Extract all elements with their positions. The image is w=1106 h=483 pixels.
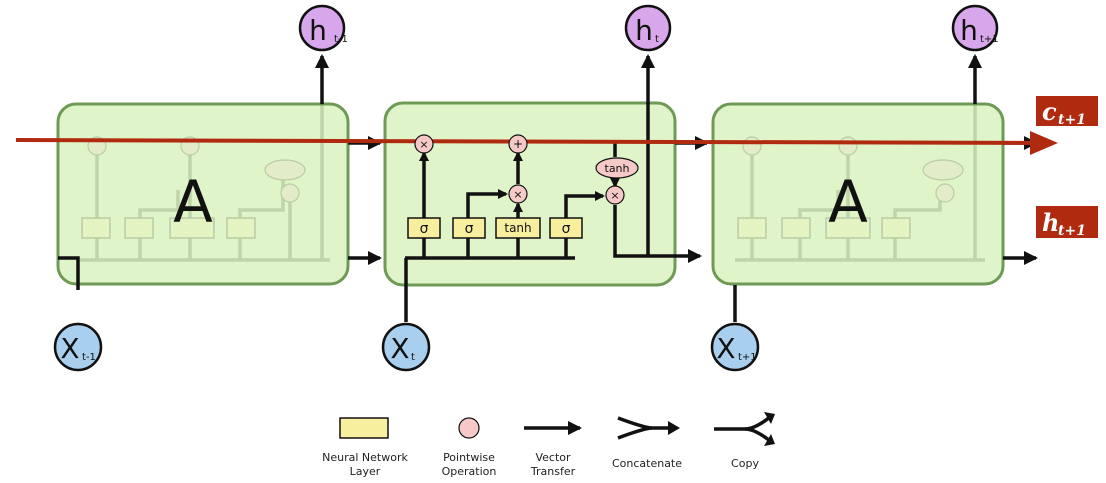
svg-text:t-1: t-1 bbox=[82, 352, 96, 363]
input-multiply-op bbox=[508, 184, 528, 204]
svg-text:t+1: t+1 bbox=[980, 34, 999, 45]
forget-multiply-op bbox=[414, 134, 434, 154]
input-gate-layer bbox=[452, 217, 486, 239]
legend-pointwise-operation: Pointwise Operation bbox=[442, 417, 497, 478]
input-gate-path bbox=[466, 189, 508, 218]
svg-text:c: c bbox=[1042, 97, 1057, 126]
svg-text:Pointwise: Pointwise bbox=[443, 451, 495, 464]
svg-text:×: × bbox=[513, 188, 522, 201]
cell-add-op bbox=[508, 134, 528, 154]
cell-right: A bbox=[711, 102, 1005, 286]
legend-vector-transfer: Vector Transfer bbox=[524, 421, 582, 478]
svg-text:+: + bbox=[513, 137, 523, 151]
svg-text:t: t bbox=[655, 34, 659, 45]
svg-text:t+1: t+1 bbox=[1058, 223, 1086, 239]
svg-text:h: h bbox=[960, 14, 978, 47]
hidden-state-badge: h t+1 bbox=[1036, 206, 1098, 239]
cell-state-highlight-line bbox=[15, 138, 1041, 145]
svg-text:t-1: t-1 bbox=[334, 34, 348, 45]
layer-swatch-icon bbox=[339, 417, 389, 439]
hidden-out-path bbox=[613, 205, 702, 263]
input-gate-label: σ bbox=[465, 221, 474, 237]
candidate-label: tanh bbox=[504, 221, 531, 235]
output-node-h-t: h t bbox=[624, 4, 672, 52]
legend-copy: Copy bbox=[714, 412, 775, 470]
output-gate-path bbox=[564, 191, 605, 218]
svg-text:Transfer: Transfer bbox=[530, 465, 576, 478]
output-node-h-t-minus-1: h t-1 bbox=[298, 4, 348, 52]
svg-text:t+1: t+1 bbox=[1058, 112, 1086, 128]
svg-text:X: X bbox=[390, 332, 409, 365]
cell-state-badge: c t+1 bbox=[1036, 96, 1098, 128]
svg-text:t+1: t+1 bbox=[738, 352, 757, 363]
svg-text:×: × bbox=[419, 138, 428, 151]
input-node-x-t-minus-1: X t-1 bbox=[53, 322, 103, 372]
forget-gate-label: σ bbox=[420, 221, 429, 237]
svg-text:h: h bbox=[309, 14, 327, 47]
output-multiply-op bbox=[605, 185, 625, 205]
svg-text:tanh: tanh bbox=[605, 162, 630, 175]
svg-text:Vector: Vector bbox=[535, 451, 571, 464]
svg-text:×: × bbox=[610, 189, 619, 202]
svg-text:Neural Network: Neural Network bbox=[322, 451, 408, 464]
tanh-op bbox=[595, 157, 639, 179]
svg-text:Copy: Copy bbox=[731, 457, 759, 470]
legend-neural-network-layer: Neural Network Layer bbox=[322, 417, 408, 478]
forget-gate-layer bbox=[407, 217, 441, 239]
svg-text:Operation: Operation bbox=[442, 465, 497, 478]
output-node-h-t-plus-1: h t+1 bbox=[951, 4, 999, 52]
input-node-x-t-plus-1: X t+1 bbox=[710, 322, 760, 372]
cell-left-label: A bbox=[173, 168, 213, 236]
svg-text:Layer: Layer bbox=[350, 465, 381, 478]
copy-icon bbox=[714, 415, 772, 431]
svg-text:Concatenate: Concatenate bbox=[612, 457, 682, 470]
svg-text:t: t bbox=[411, 352, 415, 363]
concatenate-icon bbox=[617, 416, 676, 430]
pointwise-swatch-icon bbox=[458, 417, 480, 439]
output-gate-label: σ bbox=[562, 221, 571, 237]
input-node-x-t: X t bbox=[381, 322, 431, 372]
svg-text:h: h bbox=[635, 14, 653, 47]
svg-text:X: X bbox=[716, 332, 735, 365]
cell-state-highlight-arrowhead bbox=[1030, 131, 1058, 155]
svg-text:X: X bbox=[60, 332, 79, 365]
candidate-layer bbox=[495, 217, 541, 239]
cell-left: A bbox=[56, 102, 350, 286]
cell-middle: σ σ tanh σ × × tanh bbox=[383, 101, 702, 287]
legend-concatenate: Concatenate bbox=[612, 416, 682, 470]
legend: Neural Network Layer Pointwise Operation… bbox=[322, 412, 775, 478]
svg-text:h: h bbox=[1042, 208, 1059, 237]
cell-left-internals bbox=[80, 104, 330, 262]
cell-right-label: A bbox=[828, 168, 868, 236]
output-gate-layer bbox=[549, 217, 583, 239]
